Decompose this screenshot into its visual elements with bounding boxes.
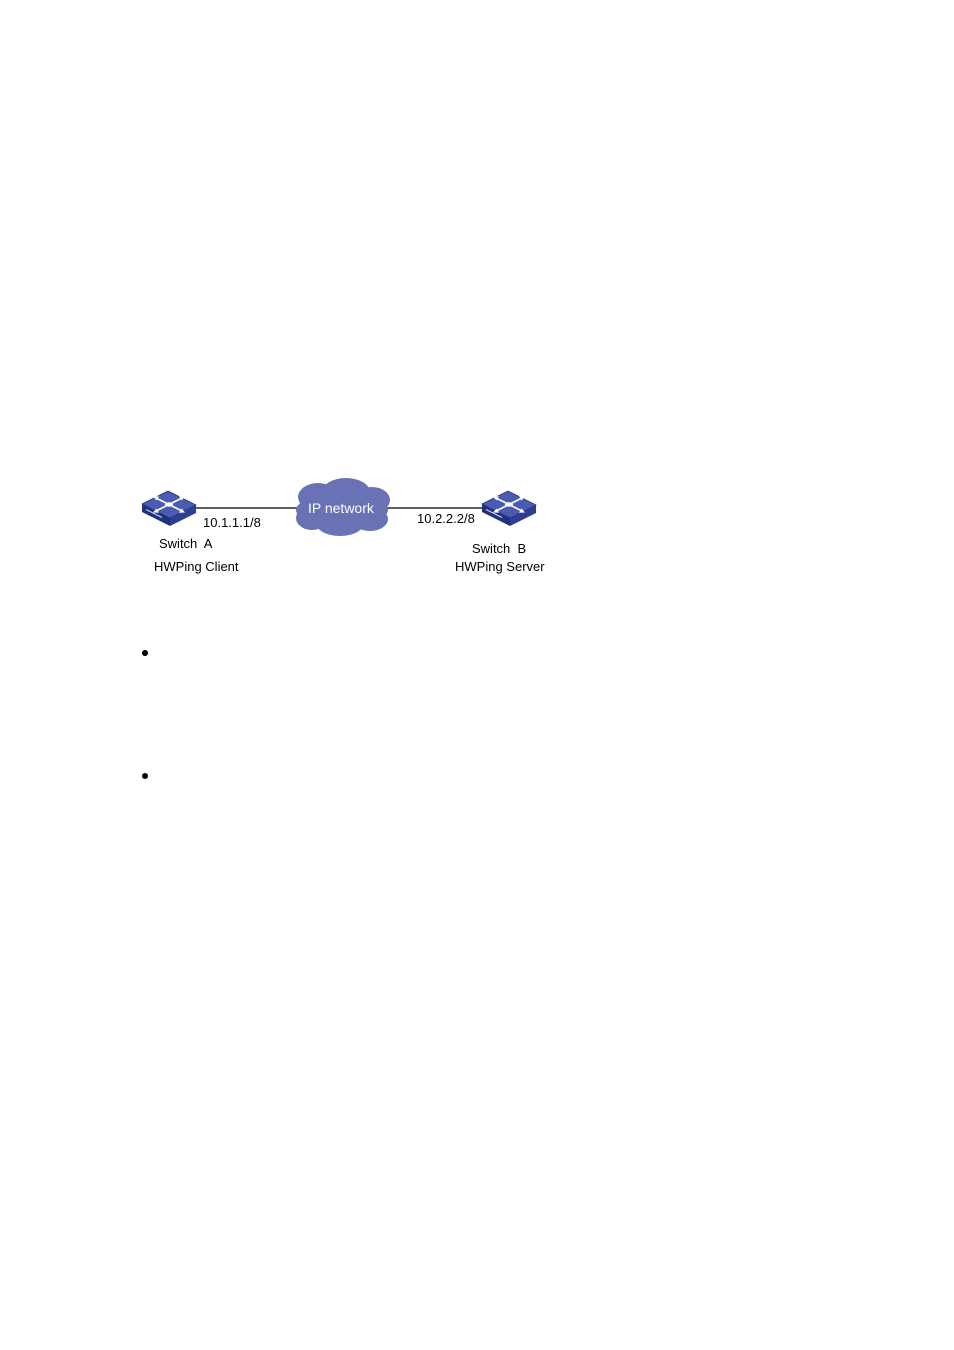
list-bullet xyxy=(142,650,148,656)
switch-a-name-label: Switch A xyxy=(159,536,213,551)
switch-b-role-label: HWPing Server xyxy=(455,559,545,574)
switch-a-ip-label: 10.1.1.1/8 xyxy=(203,515,261,530)
switch-b-ip-label: 10.2.2.2/8 xyxy=(417,511,475,526)
cloud-label: IP network xyxy=(308,500,374,516)
switch-b-icon xyxy=(481,490,537,527)
switch-b-name-label: Switch B xyxy=(472,541,527,556)
network-diagram-canvas xyxy=(141,478,537,536)
network-diagram: IP network 10.1.1.1/8 Switch A HWPing Cl… xyxy=(0,0,954,620)
cloud-icon xyxy=(296,478,390,536)
list-bullet xyxy=(142,773,148,779)
switch-a-icon xyxy=(141,490,197,527)
switch-a-role-label: HWPing Client xyxy=(154,559,239,574)
